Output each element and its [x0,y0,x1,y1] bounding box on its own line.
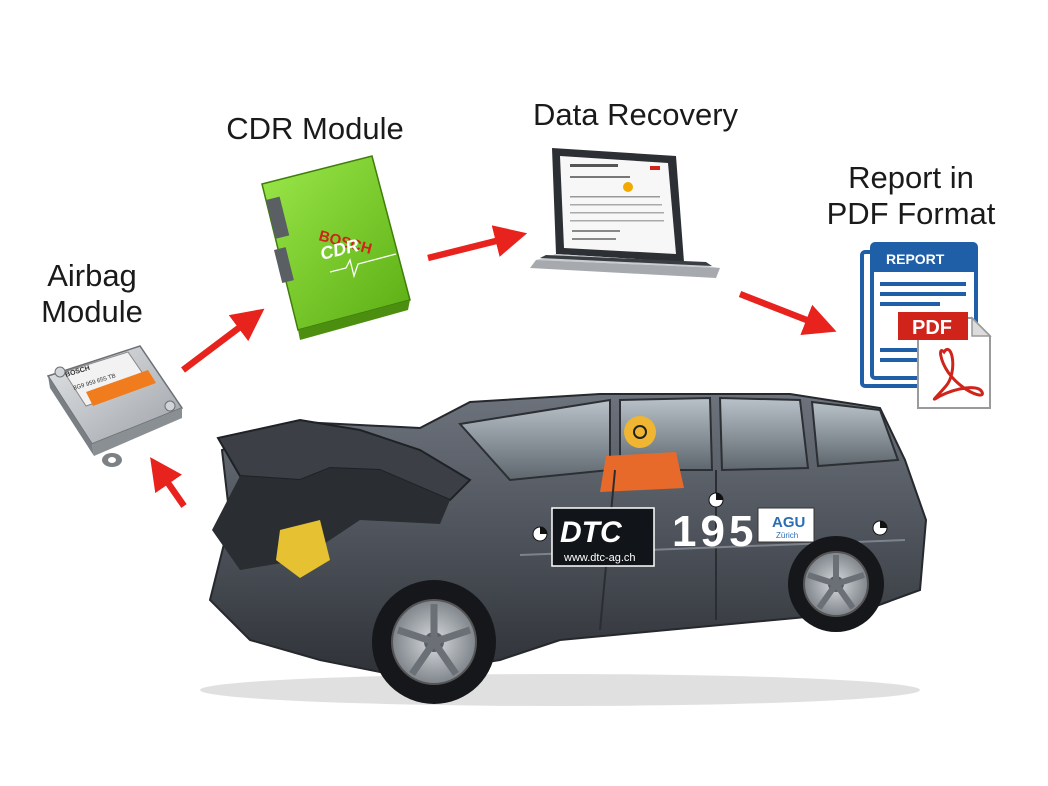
report-doc-header: REPORT [886,251,945,267]
crash-test-markers [532,492,888,542]
arrow-laptop-to-report [738,290,837,335]
airbag-module-image: BOSCH 8G9 959 655 TB [46,345,184,467]
rear-wheel [788,536,884,632]
front-wheel [372,580,496,704]
laptop-image [530,148,720,278]
report-pdf-image: REPORT PDF [860,242,992,409]
step-label-report: Report in PDF Format [806,160,1016,232]
cdr-module-image: BOSCH CDR [261,155,411,340]
arrow-car-to-airbag [150,457,187,508]
car-website: www.dtc-ag.ch [563,552,636,564]
step-label-cdr-module: CDR Module [226,111,404,146]
crash-dummy [600,416,684,492]
airbag-label-line1: Airbag [47,258,137,293]
car-logo: DTC [560,516,623,549]
car-sponsor: AGU [772,514,805,531]
car-number: 195 [672,507,757,556]
report-label-line1: Report in [848,160,974,195]
step-label-airbag-module: Airbag Module [22,258,162,330]
airbag-label-line2: Module [41,294,143,329]
arrow-airbag-to-cdr [181,308,265,373]
arrow-cdr-to-laptop [427,225,528,262]
acrobat-icon [932,348,984,401]
car-sponsor-sub: Zürich [776,531,798,540]
report-label-line2: PDF Format [826,196,996,231]
crashed-car-image: DTC www.dtc-ag.ch 195 AGU Zürich [200,393,928,706]
step-label-data-recovery: Data Recovery [532,97,739,132]
report-pdf-badge: PDF [912,317,952,339]
